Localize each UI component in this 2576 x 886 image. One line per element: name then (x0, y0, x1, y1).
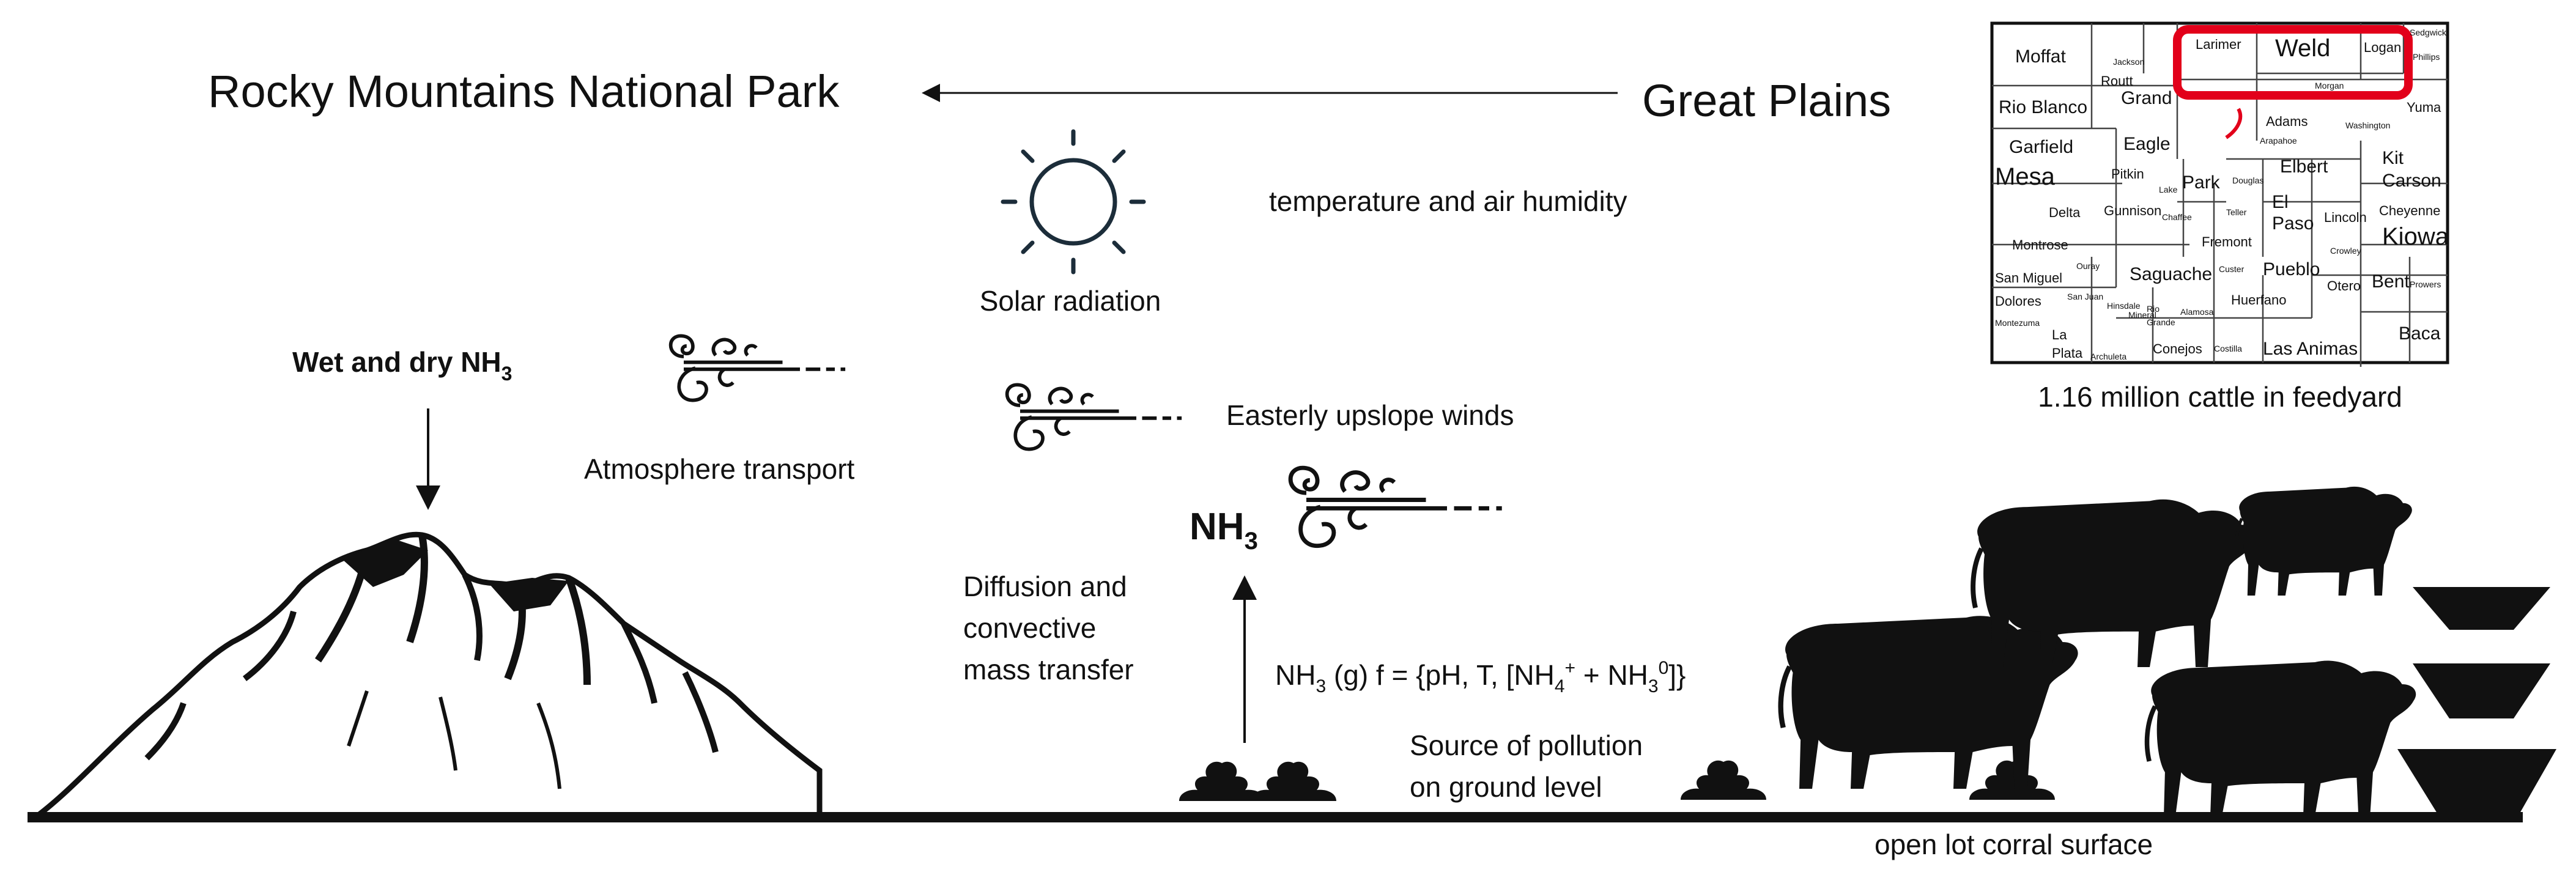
atmosphere-label: Atmosphere transport (584, 453, 855, 485)
great-plains-label: Great Plains (1642, 75, 1891, 126)
map-county-label: Las Animas (2263, 339, 2358, 359)
map-county-label: Huerfano (2231, 292, 2287, 308)
map-county-label: Phillips (2413, 52, 2440, 62)
map-county-label: Crowley (2330, 246, 2361, 256)
map-county-label: Jackson (2113, 57, 2144, 67)
map-county-label: Pitkin (2111, 166, 2144, 182)
corral-label: open lot corral surface (1875, 829, 2153, 860)
cow-icon (1781, 616, 2078, 789)
map-county-label: Baca (2399, 323, 2441, 344)
map-county-label: Cheyenne (2379, 203, 2440, 218)
map-county-label: Pueblo (2263, 259, 2320, 279)
map-county-label: Otero (2327, 278, 2361, 293)
map-county-label: Chaffee (2162, 212, 2192, 222)
ground-line (28, 812, 2523, 822)
map-county-label: Kiowa (2382, 223, 2449, 250)
temperature-label: temperature and air humidity (1269, 185, 1627, 217)
map-county-label: Conejos (2153, 341, 2202, 356)
map-county-label: Routt (2101, 73, 2133, 89)
map-county-label: Grande (2147, 317, 2175, 327)
map-county-label: Saguache (2130, 264, 2212, 284)
map-county-label: Rio (2147, 304, 2160, 314)
denver-highlight (2225, 108, 2243, 139)
map-county-label: Ouray (2076, 261, 2100, 271)
map-county-label: Logan (2364, 40, 2401, 55)
county-borders (1992, 23, 2448, 367)
cow-icon (2237, 487, 2412, 596)
source-label: Source of pollution on ground level (1410, 729, 1651, 803)
map-county-label: Prowers (2410, 279, 2441, 289)
map-county-label: Park (2182, 172, 2221, 193)
map-county-label: Washington (2345, 120, 2390, 130)
dung-pile-icon (1681, 760, 1766, 800)
feed-trough-icons (2397, 587, 2556, 813)
map-county-label: Douglas (2232, 175, 2263, 185)
map-county-label: Morgan (2315, 81, 2344, 90)
map-county-label: Elbert (2280, 157, 2328, 177)
map-county-label: Paso (2272, 213, 2314, 234)
map-county-label: Rio Blanco (1999, 97, 2087, 117)
map-county-label: Montezuma (1995, 318, 2040, 328)
map-county-label: Sedgwick (2410, 28, 2447, 37)
weld-highlight-box (2173, 25, 2413, 100)
dung-pile-icon (1251, 761, 1336, 801)
dung-pile-icon (1179, 761, 1265, 801)
map-county-label: Plata (2052, 345, 2083, 361)
cow-icon (2147, 661, 2416, 816)
nh3-label: NH3 (1190, 506, 1258, 555)
map-county-label: Hinsdale (2107, 301, 2141, 311)
map-county-label: Moffat (2015, 46, 2066, 67)
map-county-label: Grand (2121, 88, 2172, 108)
map-county-label: Custer (2219, 264, 2245, 274)
map-county-label: Archuleta (2090, 352, 2126, 361)
map-county-label: Delta (2049, 205, 2081, 220)
diffusion-label: Diffusion and convective mass transfer (963, 570, 1134, 685)
map-county-label: Alamosa (2180, 307, 2214, 317)
map-county-label: Montrose (2012, 237, 2068, 253)
wind-icon-easterly (1007, 385, 1182, 449)
solar-label: Solar radiation (980, 285, 1161, 317)
map-county-label: Carson (2382, 171, 2441, 191)
wind-icon-nh3 (1290, 468, 1502, 545)
rmnp-label: Rocky Mountains National Park (208, 66, 840, 117)
wind-icon-atmosphere (671, 336, 845, 400)
map-county-label: Garfield (2009, 137, 2073, 157)
map-county-label: Gunnison (2104, 203, 2161, 218)
map-county-label: Costilla (2214, 344, 2242, 353)
wet-dry-label: Wet and dry NH3 (292, 346, 512, 385)
map-county-label: El (2272, 192, 2289, 212)
map-county-label: Lincoln (2324, 210, 2367, 225)
map-county-label: Arapahoe (2260, 136, 2297, 146)
cattle-label: 1.16 million cattle in feedyard (2038, 381, 2402, 413)
mountain-icon (28, 531, 823, 819)
map-county-label: Bent (2372, 271, 2410, 292)
map-county-label: Mineral (2128, 310, 2156, 320)
map-county-label: Lake (2159, 185, 2178, 194)
map-county-label: Mesa (1995, 163, 2056, 190)
map-county-label: San Miguel (1995, 270, 2062, 286)
sun-icon (1001, 129, 1146, 275)
map-county-label: Weld (2275, 35, 2330, 62)
map-county-label: Fremont (2202, 234, 2252, 249)
map-county-label: Kit (2382, 148, 2404, 168)
dung-pile-icon (1969, 760, 2055, 800)
map-county-label: Teller (2226, 207, 2247, 217)
map-county-label: Adams (2266, 114, 2308, 129)
map-county-label: San Juan (2067, 292, 2103, 301)
map-county-label: La (2052, 327, 2067, 342)
map-county-label: Dolores (1995, 293, 2041, 309)
equation-label: NH3 (g) f = {pH, T, [NH4+ + NH30]} (1275, 658, 1686, 696)
map-county-label: Yuma (2407, 100, 2441, 115)
map-county-label: Larimer (2196, 37, 2241, 52)
easterly-label: Easterly upslope winds (1226, 399, 1514, 431)
map-county-label: Eagle (2123, 134, 2171, 154)
